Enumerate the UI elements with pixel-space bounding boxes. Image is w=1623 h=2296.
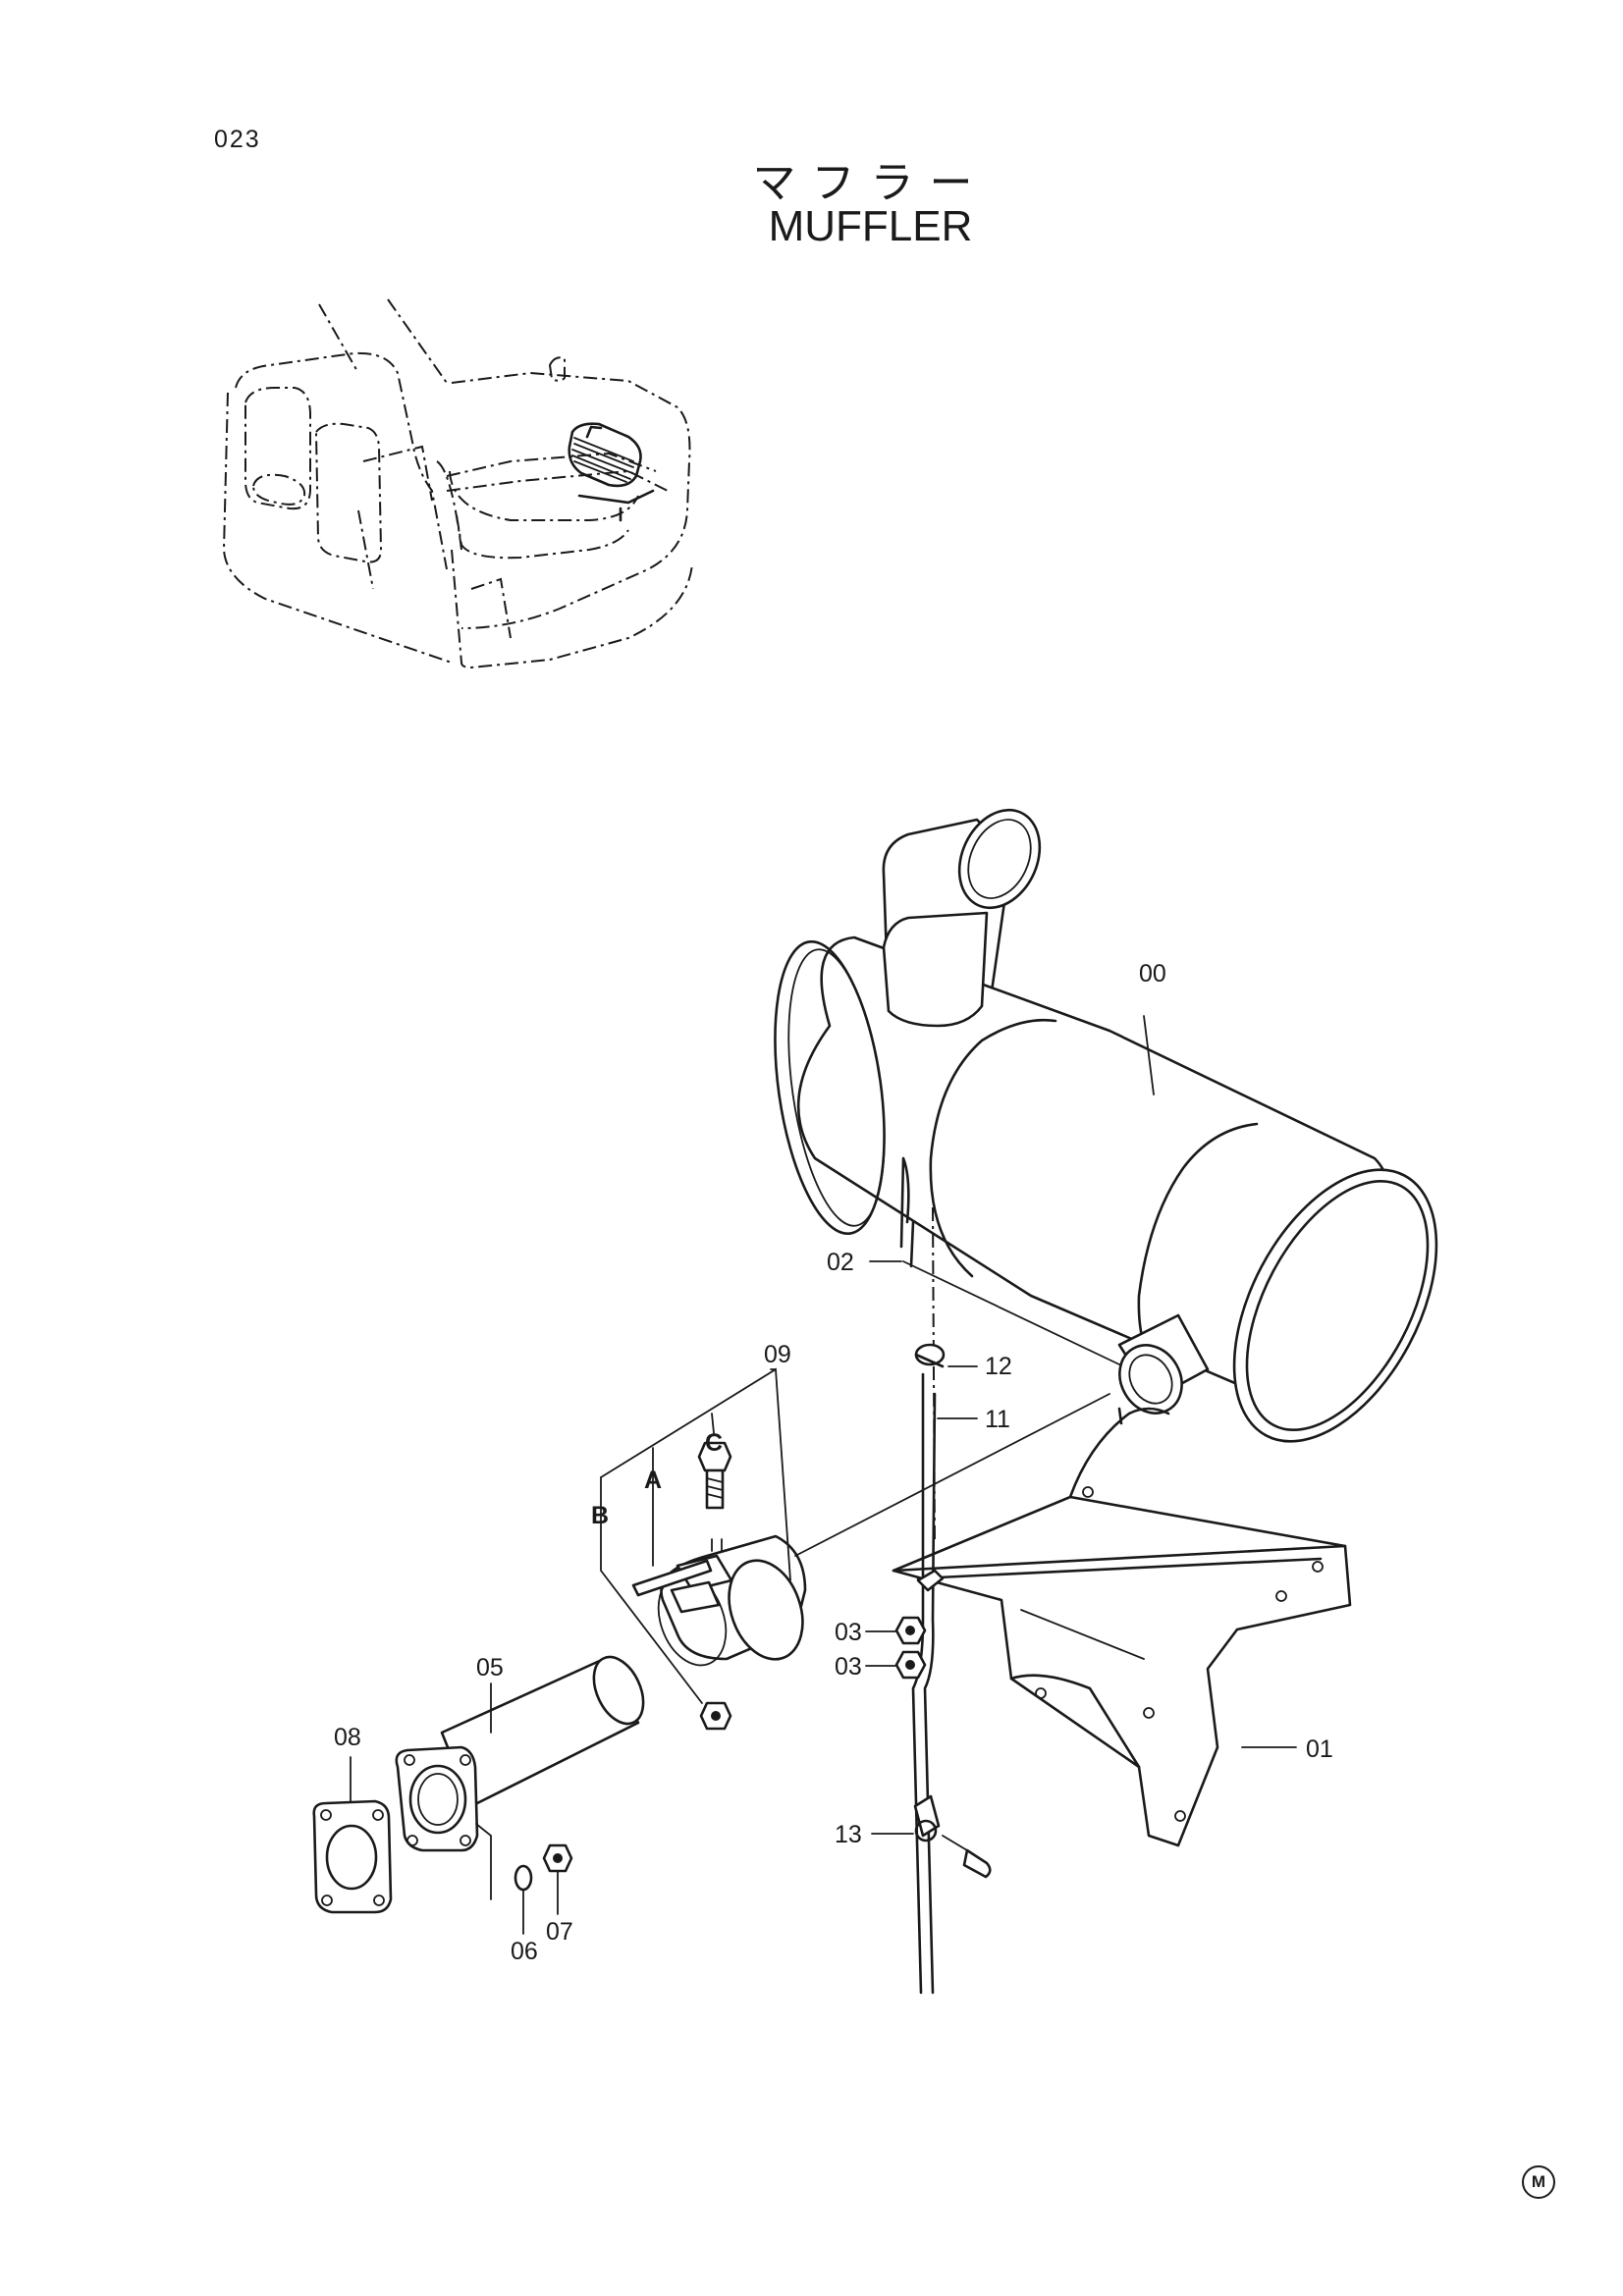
callout-03-lower: 03 (835, 1653, 862, 1681)
nuts-03 (894, 1616, 927, 1680)
subpart-label-b: B (591, 1502, 609, 1529)
pipe-clamp (600, 1367, 807, 1731)
corner-mark-icon: M (1522, 2165, 1555, 2199)
page-title: MUFFLER (768, 202, 973, 250)
page-title-japanese: マフラー (752, 158, 989, 208)
callout-12: 12 (985, 1353, 1012, 1380)
callout-02: 02 (827, 1249, 854, 1276)
callout-11: 11 (985, 1406, 1010, 1433)
leader-lines (350, 1015, 1297, 1935)
callout-07: 07 (546, 1918, 573, 1946)
callout-00: 00 (1139, 960, 1166, 988)
page-number: 023 (214, 126, 261, 153)
callout-13: 13 (835, 1821, 862, 1848)
callout-08: 08 (334, 1724, 361, 1751)
muffler-bracket (892, 1407, 1352, 1847)
subpart-label-c: C (705, 1429, 723, 1457)
callout-01: 01 (1306, 1735, 1333, 1763)
muffler-body (774, 808, 1438, 1443)
callout-05: 05 (476, 1654, 504, 1682)
callout-09: 09 (764, 1341, 791, 1368)
machine-location-inset (222, 298, 693, 669)
gasket (312, 1799, 393, 1914)
subpart-label-a: A (644, 1467, 662, 1494)
callout-03-upper: 03 (835, 1619, 862, 1646)
washer-and-nut (514, 1843, 573, 1892)
callout-06: 06 (511, 1938, 538, 1965)
exhaust-pipe (395, 1655, 645, 1900)
